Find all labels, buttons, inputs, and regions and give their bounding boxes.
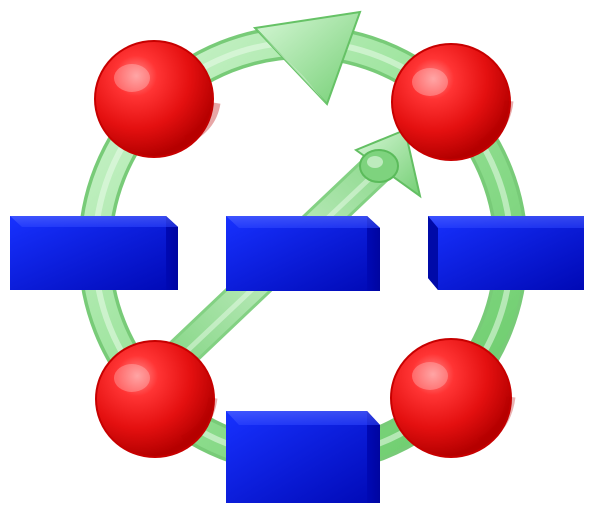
node-bottom-left <box>96 341 214 457</box>
node-bottom-right <box>391 339 511 457</box>
block-right <box>428 216 584 290</box>
block-left <box>10 216 178 290</box>
node-top-right <box>392 44 510 160</box>
block-center <box>226 216 380 291</box>
block-bottom <box>226 411 380 503</box>
